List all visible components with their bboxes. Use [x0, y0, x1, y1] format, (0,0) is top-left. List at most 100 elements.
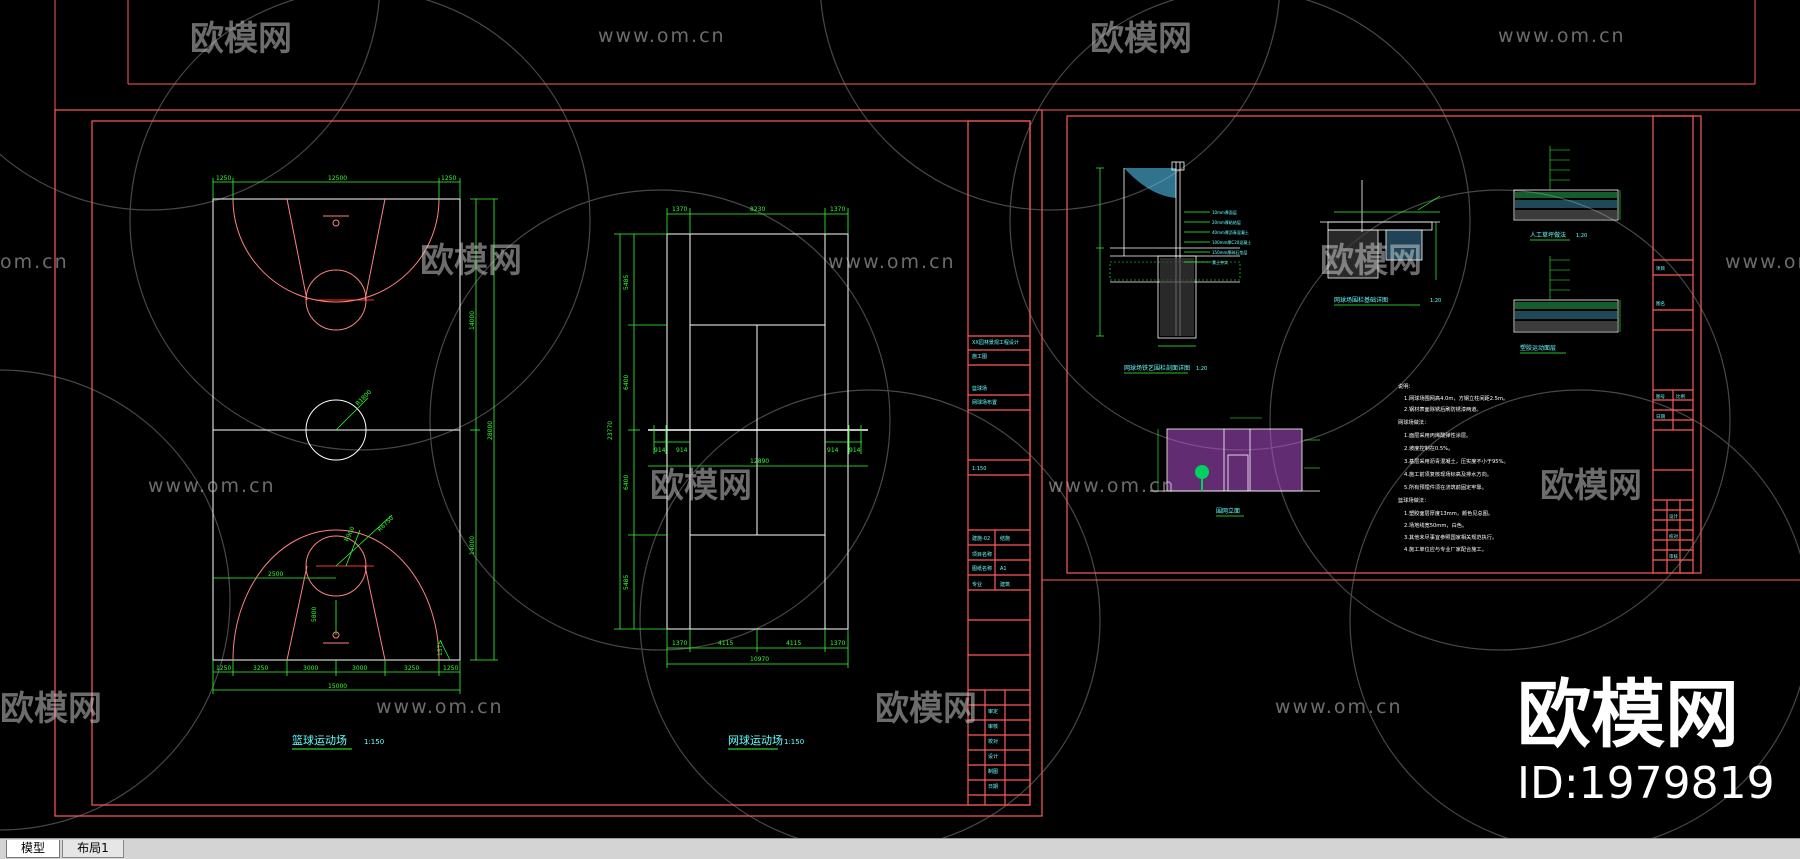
dim-right-3: 14000 [469, 536, 476, 555]
basketball-court-plan[interactable]: 1250 12500 1250 1250 3250 3000 3000 3250… [212, 175, 498, 750]
dim-bottom-1: 1250 [216, 665, 231, 672]
rtb-number: 图号 [1656, 394, 1665, 400]
fence-layer-1: 10mm厚面层 [1212, 209, 1237, 215]
label-r-ft: R900 [343, 526, 356, 543]
fence-base-title: 网球场围栏基础详图 [1334, 296, 1388, 304]
tb-name-2: 网球场布置 [972, 399, 997, 406]
basketball-title: 篮球运动场 [292, 733, 347, 747]
tennis-dim-top-3: 1370 [830, 206, 845, 213]
lane-bottom-right [364, 565, 386, 661]
center-circle [305, 399, 367, 461]
fence-base-detail[interactable]: 网球场围栏基础详图 1:20 [1320, 180, 1441, 306]
fence-elevation[interactable]: 围网立面 [1150, 417, 1320, 517]
tennis-dim-left-5: 5485 [623, 575, 630, 590]
tb-name-1: 篮球场 [972, 385, 987, 392]
note-13: 4.施工单位应与专业厂家配合施工。 [1404, 545, 1487, 553]
note-2: 2.钢材表面除锈后刷防锈漆两道。 [1404, 405, 1482, 413]
tb-number: 建施-02 [972, 535, 990, 542]
watermark-text: 欧模网 欧模网 欧模网 欧模网 欧模网 欧模网 欧模网 欧模网 www.om.c… [0, 19, 1800, 729]
tennis-dim-left-2: 6400 [623, 375, 630, 390]
cad-model-space[interactable]: XX园林景观工程设计 施工图 篮球场 网球场布置 1:150 建施-02 结施 … [0, 0, 1800, 838]
tennis-court-plan[interactable]: 1370 8230 1370 1370 4115 4115 1370 10970… [607, 206, 868, 750]
dim-top-1: 1250 [216, 175, 231, 182]
tennis-scale: 1:150 [784, 738, 804, 746]
fence-layer-5: 150mm厚碎石垫层 [1212, 249, 1247, 255]
label-key: 2500 [268, 571, 283, 578]
right-sheet-outer-frame [1066, 115, 1702, 574]
tb-discipline: 结施 [1000, 535, 1010, 542]
tab-model[interactable]: 模型 [6, 840, 60, 858]
dim-top-3: 1250 [441, 175, 456, 182]
layer-detail-rubber[interactable]: 塑胶运动面层 [1513, 256, 1621, 354]
basketball-scale: 1:150 [364, 738, 384, 746]
label-key-len: 5800 [311, 607, 318, 622]
label-r-center: R1800 [354, 389, 373, 408]
layer-detail-grass[interactable]: 人工草坪做法 1:20 [1513, 146, 1621, 241]
tb-architecture: 建筑 [1000, 581, 1010, 588]
tennis-dim-bottom-2: 4115 [718, 640, 733, 647]
tb-label-project: 项目名称 [972, 551, 992, 558]
right-title-block-text: 项目 图名 图号 比例 日期 设计 校对 审核 [1656, 266, 1685, 560]
wm-brand-3: 欧模网 [420, 241, 522, 281]
dim-right-2: 28000 [487, 421, 494, 440]
free-throw-circle-top [305, 269, 367, 331]
tennis-dim-bottom-4: 1370 [830, 640, 845, 647]
lane-top-right [364, 198, 386, 301]
dim-top-2: 12500 [328, 175, 347, 182]
grass-detail-scale: 1:20 [1576, 233, 1587, 239]
fence-layer-4: 100mm厚C20混凝土 [1212, 239, 1251, 245]
rtb-project: 项目 [1656, 266, 1665, 272]
basketball-dimensions [212, 178, 498, 694]
tab-layout1[interactable]: 布局1 [62, 840, 124, 858]
rtb-review: 审核 [1669, 553, 1678, 560]
tb-date: 日期 [988, 784, 998, 790]
left-sheet[interactable]: XX园林景观工程设计 施工图 篮球场 网球场布置 1:150 建施-02 结施 … [54, 109, 1043, 817]
note-4: 1.面层采用丙烯酸弹性涂层。 [1404, 431, 1471, 439]
tennis-dim-top-2: 8230 [750, 206, 765, 213]
note-11: 2.场地线宽50mm，白色。 [1404, 521, 1467, 529]
tb-review: 审核 [988, 723, 998, 730]
tennis-dim-small-3: 914 [827, 447, 839, 454]
note-1: 1.网球场围网高4.0m，方钢立柱间距2.5m。 [1404, 394, 1508, 402]
fence-section-detail[interactable]: 10mm厚面层 20mm厚粘结层 40mm厚沥青混凝土 100mm厚C20混凝土… [1096, 161, 1251, 374]
note-8: 5.所有预埋件须在浇筑前固定牢靠。 [1404, 483, 1487, 491]
three-point-arc-top [232, 198, 440, 303]
wm-brand-8: 欧模网 [875, 689, 977, 729]
dim-bottom-total: 15000 [328, 683, 347, 690]
tennis-dimensions [614, 208, 868, 668]
tb-scale: 1:150 [972, 466, 986, 472]
wm-url-3: om.cn [0, 251, 69, 273]
right-title-block [1652, 115, 1694, 574]
dim-bottom-6: 1250 [443, 665, 458, 672]
wm-url-6: www.om.cn [148, 475, 276, 497]
right-sheet[interactable]: 项目 图名 图号 比例 日期 设计 校对 审核 [1066, 115, 1702, 574]
left-title-block-text: XX园林景观工程设计 施工图 篮球场 网球场布置 1:150 建施-02 结施 … [972, 339, 1019, 790]
wm-url-4: www.om.cn [828, 251, 956, 273]
tb-approve: 审定 [988, 708, 998, 715]
left-title-block [967, 120, 1031, 806]
grass-detail-title: 人工草坪做法 [1530, 231, 1566, 239]
basket-top [332, 219, 340, 227]
note-5: 2.坡度控制在0.5%。 [1404, 444, 1453, 452]
note-7: 4.施工前须复核现场标高及排水方向。 [1404, 470, 1492, 478]
note-10: 1.塑胶面层厚度13mm，颜色见总图。 [1404, 509, 1493, 517]
tb-stage: 施工图 [972, 353, 987, 360]
wm-url-9: www.om.cn [1275, 696, 1403, 718]
tb-label-drawing: 图纸名称 [972, 565, 992, 572]
lane-bottom-left [286, 565, 308, 661]
note-3: 网球场做法： [1398, 418, 1429, 426]
dim-bottom-2: 3250 [253, 665, 268, 672]
tennis-dim-top-1: 1370 [672, 206, 687, 213]
tb-label-discipline: 专业 [972, 581, 982, 588]
sheet-connector [1042, 109, 1800, 581]
tennis-dim-small-2: 914 [676, 447, 688, 454]
wm-brand-4: 欧模网 [1320, 241, 1422, 281]
wm-url-7: www.om.cn [1048, 475, 1176, 497]
note-9: 篮球场做法： [1398, 496, 1429, 504]
wm-brand-6: 欧模网 [1540, 466, 1642, 506]
wm-url-2: www.om.cn [1498, 25, 1626, 47]
note-12: 3.其他未尽事宜参照国家相关规范执行。 [1404, 533, 1497, 541]
rtb-drawing: 图名 [1656, 300, 1665, 307]
label-r-three: R6750 [376, 515, 395, 534]
tennis-dim-mid: 12890 [750, 458, 769, 465]
